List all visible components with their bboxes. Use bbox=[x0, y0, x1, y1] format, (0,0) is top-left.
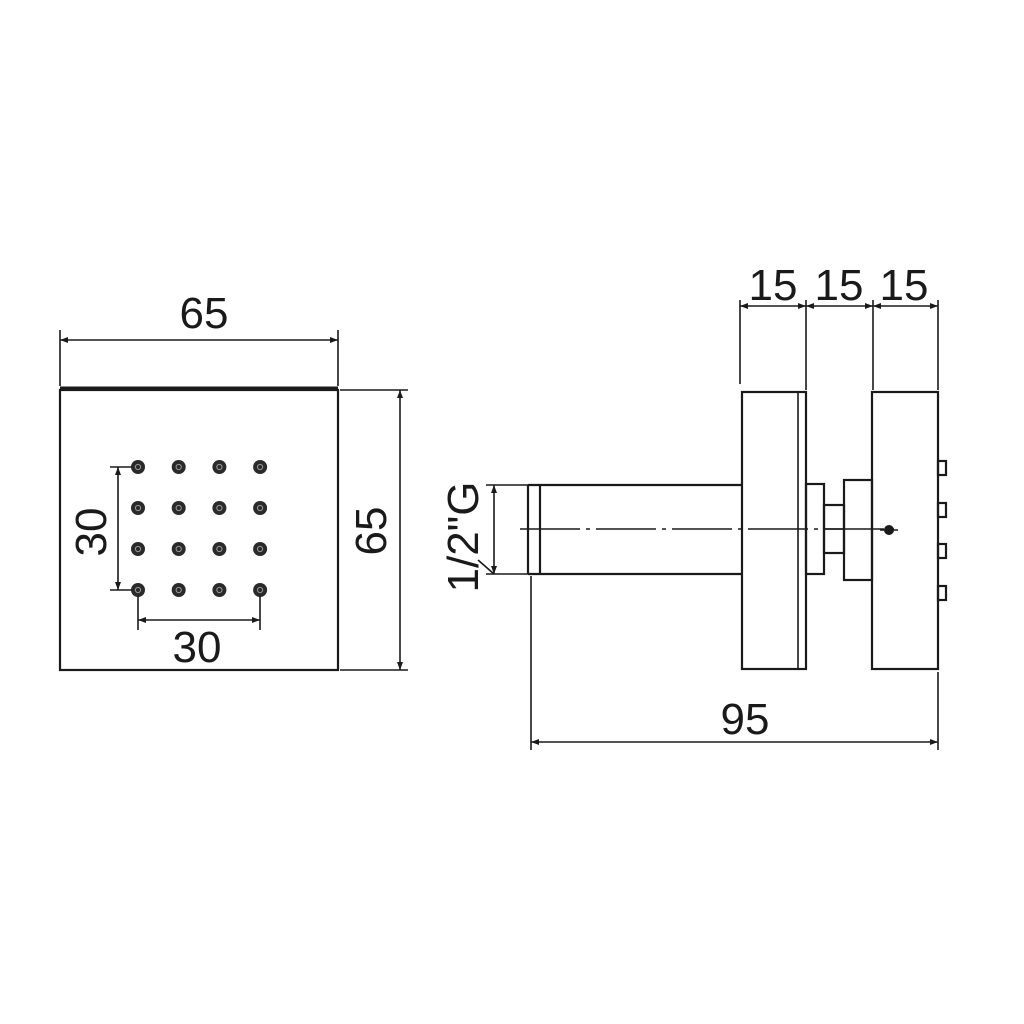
nozzle-grid bbox=[131, 460, 268, 597]
side-nozzle bbox=[936, 501, 948, 519]
front-width-dimension: 65 bbox=[59, 289, 339, 386]
nozzle-hole bbox=[212, 542, 227, 556]
nozzle-hole bbox=[253, 542, 268, 556]
nozzle-hole bbox=[171, 583, 186, 597]
nozzle-hole bbox=[212, 501, 227, 515]
nozzle-head bbox=[870, 390, 948, 671]
front-face-outline bbox=[58, 388, 340, 672]
nozzle-hole bbox=[131, 542, 145, 556]
nozzle-hole bbox=[212, 583, 227, 597]
front-view: 65 65 30 30 bbox=[58, 289, 408, 672]
rear-flange bbox=[740, 390, 808, 671]
thread-dimension: 1/2"G bbox=[439, 481, 528, 593]
front-height-label: 65 bbox=[347, 507, 396, 556]
nozzle-vertical-spacing-dimension: 30 bbox=[67, 466, 132, 591]
segment-label-2: 15 bbox=[815, 261, 864, 310]
segment-label-1: 15 bbox=[749, 261, 798, 310]
nozzle-hole bbox=[171, 542, 186, 556]
thread-label: 1/2"G bbox=[439, 481, 488, 592]
nozzle-horizontal-spacing-dimension: 30 bbox=[137, 596, 261, 672]
front-height-dimension: 65 bbox=[340, 389, 408, 671]
nozzle-hole bbox=[131, 583, 145, 597]
nozzle-hole bbox=[253, 460, 268, 474]
nozzle-hole bbox=[171, 501, 186, 515]
nozzle-hole bbox=[171, 460, 186, 474]
overall-length-dimension: 95 bbox=[530, 576, 939, 750]
nozzle-horizontal-spacing-label: 30 bbox=[173, 623, 222, 672]
side-nozzle bbox=[936, 542, 948, 560]
segment-dimensions: 15 15 15 bbox=[739, 261, 939, 390]
side-view: 1/2"G bbox=[439, 261, 948, 750]
nozzle-hole bbox=[131, 460, 145, 474]
nozzle-hole bbox=[253, 583, 268, 597]
overall-length-label: 95 bbox=[721, 695, 770, 744]
nozzle-hole bbox=[212, 460, 227, 474]
side-nozzle bbox=[936, 459, 948, 477]
nozzle-vertical-spacing-label: 30 bbox=[67, 508, 116, 557]
nozzle-hole bbox=[253, 501, 268, 515]
nozzle-hole bbox=[131, 501, 145, 515]
side-nozzle bbox=[936, 584, 948, 602]
coupling bbox=[804, 478, 874, 582]
segment-label-3: 15 bbox=[880, 261, 929, 310]
front-width-label: 65 bbox=[180, 289, 229, 338]
